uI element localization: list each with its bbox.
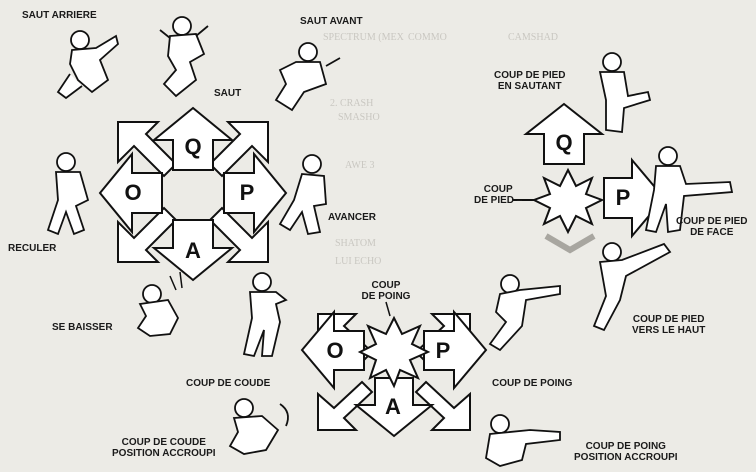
figure-reculer [48, 153, 88, 234]
label-poing-accroupi: COUP DE POING POSITION ACCROUPI [574, 441, 678, 463]
impact-burst-right [534, 170, 602, 232]
label-coup-de-pied-line2: DE PIED – [474, 195, 522, 206]
label-coude-accroupi: COUP DE COUDE POSITION ACCROUPI [112, 437, 216, 459]
key-o-left: O [118, 180, 148, 206]
label-pied-de-face-line1: COUP DE PIED [676, 216, 748, 227]
key-q-right: Q [549, 130, 579, 156]
label-saut: SAUT [214, 88, 241, 99]
figure-coude-accroupi [230, 399, 288, 454]
label-coup-de-coude: COUP DE COUDE [186, 378, 270, 389]
label-coup-de-pied-line1: COUP [474, 184, 522, 195]
figure-avancer [280, 155, 326, 234]
label-poing-accroupi-line1: COUP DE POING [574, 441, 678, 452]
key-q-left: Q [178, 134, 208, 160]
faint-chevron [546, 236, 594, 250]
label-se-baisser: SE BAISSER [52, 322, 113, 333]
label-saut-avant: SAUT AVANT [300, 16, 363, 27]
label-coup-de-poing-line2: DE POING [356, 291, 416, 302]
figure-poing-accroupi [486, 415, 560, 466]
label-coude-accroupi-line2: POSITION ACCROUPI [112, 448, 216, 459]
label-coup-de-poing-center: COUP DE POING [356, 280, 416, 302]
label-coup-de-pied: COUP DE PIED – [474, 184, 522, 206]
figure-saut-arriere [58, 31, 118, 98]
key-p-right: P [608, 185, 638, 211]
key-a-bottom: A [378, 394, 408, 420]
label-saut-arriere: SAUT ARRIERE [22, 10, 97, 21]
label-pied-haut-line1: COUP DE PIED [632, 314, 705, 325]
label-pied-sautant: COUP DE PIED EN SAUTANT [494, 70, 566, 92]
figure-se-baisser [138, 285, 178, 336]
impact-burst-center [360, 318, 428, 386]
figure-saut-avant [276, 43, 340, 110]
key-a-left: A [178, 238, 208, 264]
key-o-bottom: O [320, 338, 350, 364]
label-poing-accroupi-line2: POSITION ACCROUPI [574, 452, 678, 463]
label-coup-de-poing-line1: COUP [356, 280, 416, 291]
label-reculer: RECULER [8, 243, 56, 254]
label-pied-de-face: COUP DE PIED DE FACE [676, 216, 748, 238]
figure-pied-sautant [600, 53, 650, 132]
key-p-bottom: P [428, 338, 458, 364]
label-coude-accroupi-line1: COUP DE COUDE [112, 437, 216, 448]
figure-coup-de-poing [490, 275, 560, 350]
label-avancer: AVANCER [328, 212, 376, 223]
label-coup-de-poing-side: COUP DE POING [492, 378, 572, 389]
label-pied-sautant-line1: COUP DE PIED [494, 70, 566, 81]
right-key-cluster [512, 104, 664, 250]
figure-saut [160, 17, 208, 96]
label-pied-sautant-line2: EN SAUTANT [494, 81, 566, 92]
key-p-left: P [232, 180, 262, 206]
figure-coup-de-coude [244, 273, 286, 356]
label-pied-haut: COUP DE PIED VERS LE HAUT [632, 314, 705, 336]
label-pied-de-face-line2: DE FACE [676, 227, 748, 238]
label-pied-haut-line2: VERS LE HAUT [632, 325, 705, 336]
